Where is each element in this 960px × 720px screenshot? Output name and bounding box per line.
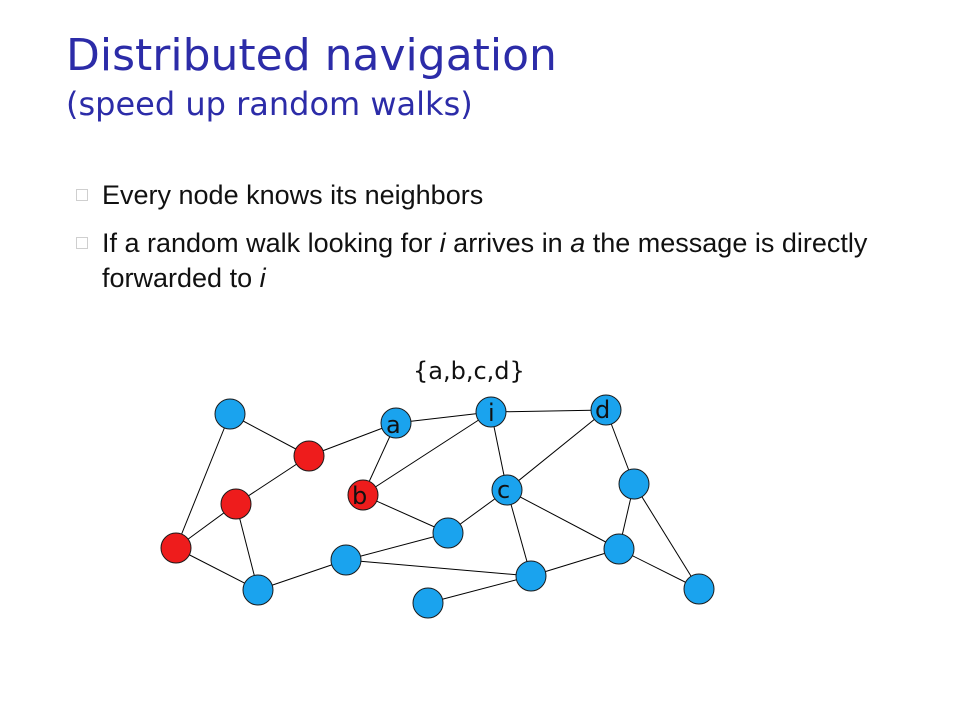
graph-node [330,544,362,576]
graph-node [432,517,464,549]
bullet-item: Every node knows its neighbors [76,178,876,214]
graph-node [160,532,192,564]
graph-edge [345,559,532,577]
bullet-marker-icon [76,189,88,202]
graph-node [603,533,635,565]
bullet-text-segment: i [259,263,266,294]
graph-labels: b a i d c [352,396,610,510]
graph-edge [490,409,607,413]
graph-node [220,488,252,520]
node-a [380,407,412,439]
node-label-a: a [386,411,401,439]
graph-edge [345,532,449,561]
bullet-text-segment: a [570,227,586,258]
graph-edge [175,413,231,549]
graph-edge [427,575,532,604]
node-c [491,474,523,506]
slide-title: Distributed navigation (speed up random … [66,30,557,123]
graph-edges [175,409,700,604]
graph-edge [362,494,449,534]
bullet-text-segment: the message is directly forwarded to [102,227,868,294]
bullet-text-segment: i [439,227,446,258]
graph-node [683,573,715,605]
graph-edge [506,409,607,491]
bullet-list: Every node knows its neighbors If a rando… [76,178,876,309]
graph-node [293,440,325,472]
bullet-item: If a random walk looking for i arrives i… [76,226,876,297]
node-d [590,394,622,426]
bullet-text-segment: Every node knows its neighbors [102,180,484,210]
graph-node [214,398,246,430]
graph-edge [395,411,492,424]
node-label-i: i [488,399,495,427]
set-label: {a,b,c,d} [413,357,525,385]
graph-edge [633,483,700,590]
graph-node [515,560,547,592]
title-subtitle: (speed up random walks) [66,84,473,123]
bullet-marker-icon [76,236,88,249]
node-i [475,396,507,428]
bullet-text-segment: If a random walk looking for [102,227,440,258]
node-label-d: d [595,396,610,424]
node-label-c: c [497,476,510,504]
graph-edge [362,411,492,496]
node-b [347,479,379,511]
graph-node [412,587,444,619]
graph-node [242,574,274,606]
bullet-text-segment: arrives in [445,227,571,258]
graph-edge [308,422,397,457]
node-label-b: b [352,482,367,510]
title-main: Distributed navigation [66,30,557,81]
graph-edge [506,489,620,550]
graph-node [618,468,650,500]
graph-nodes [160,394,715,619]
